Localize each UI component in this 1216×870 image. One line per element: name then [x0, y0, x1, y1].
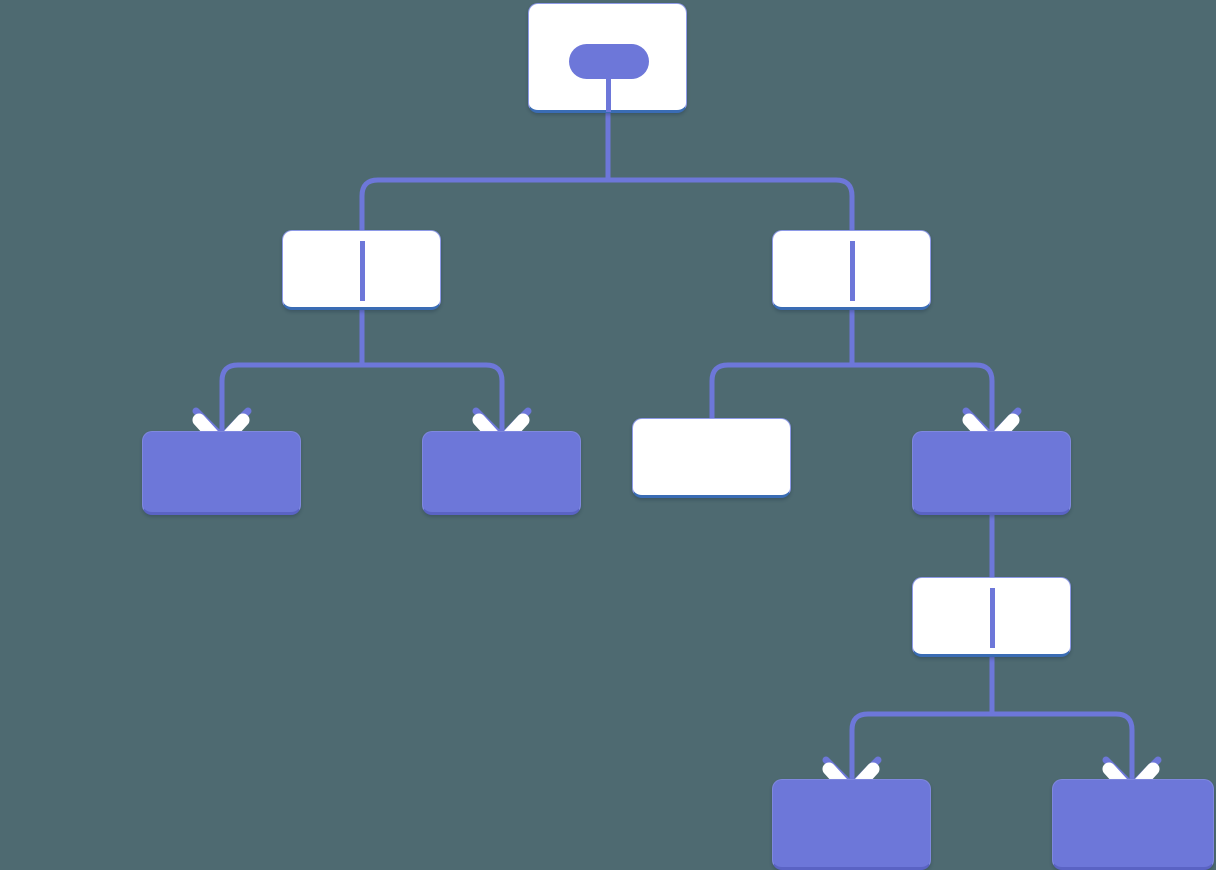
node-n2b[interactable]	[772, 230, 931, 310]
edge-n2b-to-n3d	[852, 362, 995, 432]
root-pill-stem-icon	[606, 74, 611, 112]
edge-n4-to-n5b	[992, 711, 1135, 780]
root-pill-icon	[569, 44, 649, 79]
node-n4-divider-icon	[990, 588, 995, 648]
edge-n4-to-n5a	[849, 711, 992, 780]
node-n3c[interactable]	[632, 418, 791, 498]
edge-n2a-to-n3a	[219, 362, 362, 432]
node-n4[interactable]	[912, 577, 1071, 657]
node-n5b[interactable]	[1052, 779, 1214, 870]
edge-root-to-n2a	[359, 177, 608, 230]
edge-n2b-to-n3c	[709, 362, 852, 419]
edge-n2a-to-n3b	[362, 362, 505, 432]
node-n5a[interactable]	[772, 779, 931, 870]
edge-root-to-n2b	[608, 177, 855, 230]
node-n3b[interactable]	[422, 431, 581, 515]
node-n3d[interactable]	[912, 431, 1071, 515]
node-n2b-divider-icon	[850, 241, 855, 301]
node-root[interactable]	[528, 3, 687, 113]
node-n2a-divider-icon	[360, 241, 365, 301]
node-n3a[interactable]	[142, 431, 301, 515]
node-n2a[interactable]	[282, 230, 441, 310]
